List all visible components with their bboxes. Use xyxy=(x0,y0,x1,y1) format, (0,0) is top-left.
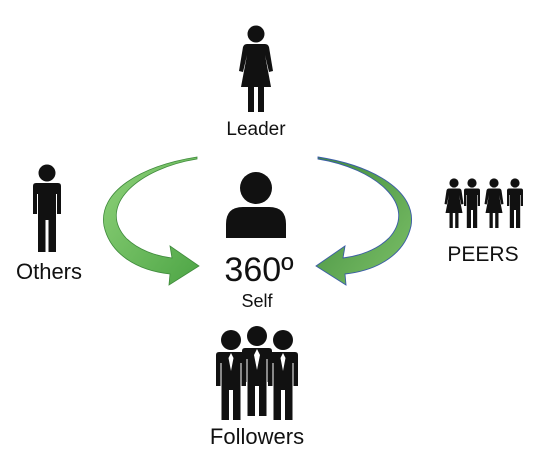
center-360-label: 360º xyxy=(224,251,294,289)
self-label: Self xyxy=(241,291,273,311)
followers-label: Followers xyxy=(209,424,305,449)
followers-group-of-three-people-icon xyxy=(216,326,298,420)
peers-group-of-four-people-icon xyxy=(444,178,523,228)
leader-female-person-icon xyxy=(239,25,273,112)
others-label: Others xyxy=(15,259,83,284)
right-curved-arrow xyxy=(315,156,412,286)
others-male-person-icon xyxy=(33,164,61,252)
left-curved-arrow xyxy=(103,156,200,286)
leader-label: Leader xyxy=(226,119,286,140)
peers-label: PEERS xyxy=(447,243,519,266)
self-user-avatar-icon xyxy=(226,172,286,238)
